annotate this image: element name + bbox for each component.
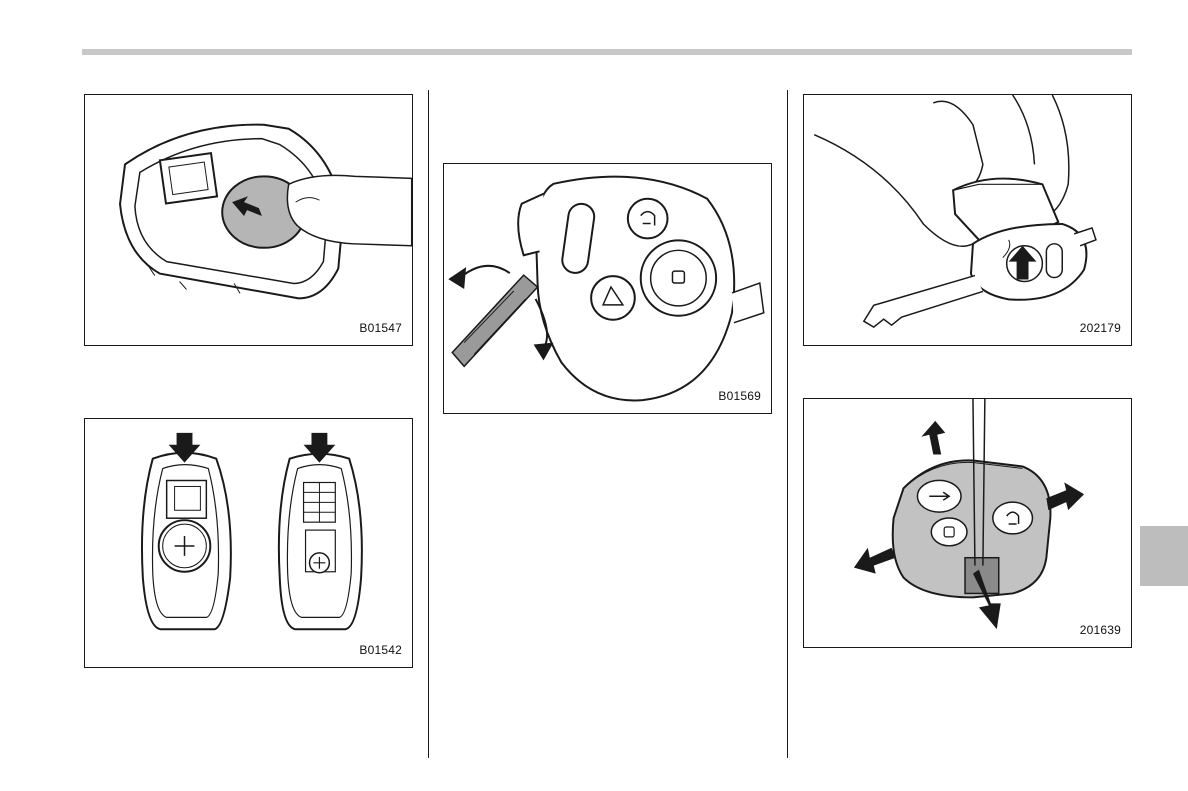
illustration-hands-lift-cover bbox=[804, 95, 1131, 345]
illustration-key-head-pry bbox=[444, 164, 771, 413]
figure-key-halves: B01542 bbox=[84, 418, 413, 668]
figure-pry-open-key: B01569 bbox=[443, 163, 772, 414]
illustration-keyfob-battery bbox=[85, 95, 412, 345]
figure-battery-removal: B01547 bbox=[84, 94, 413, 346]
figure-code: B01542 bbox=[359, 643, 402, 657]
illustration-keyfob-halves bbox=[85, 419, 412, 667]
figure-code: B01547 bbox=[359, 321, 402, 335]
column-divider-left bbox=[428, 90, 429, 758]
figure-separate-module: 201639 bbox=[803, 398, 1132, 648]
illustration-button-module bbox=[804, 399, 1131, 647]
section-tab bbox=[1140, 526, 1188, 586]
figure-lift-cover: 202179 bbox=[803, 94, 1132, 346]
column-divider-right bbox=[787, 90, 788, 758]
figure-code: 201639 bbox=[1080, 623, 1121, 637]
figure-code: B01569 bbox=[718, 389, 761, 403]
header-rule bbox=[82, 49, 1132, 55]
figure-code: 202179 bbox=[1080, 321, 1121, 335]
